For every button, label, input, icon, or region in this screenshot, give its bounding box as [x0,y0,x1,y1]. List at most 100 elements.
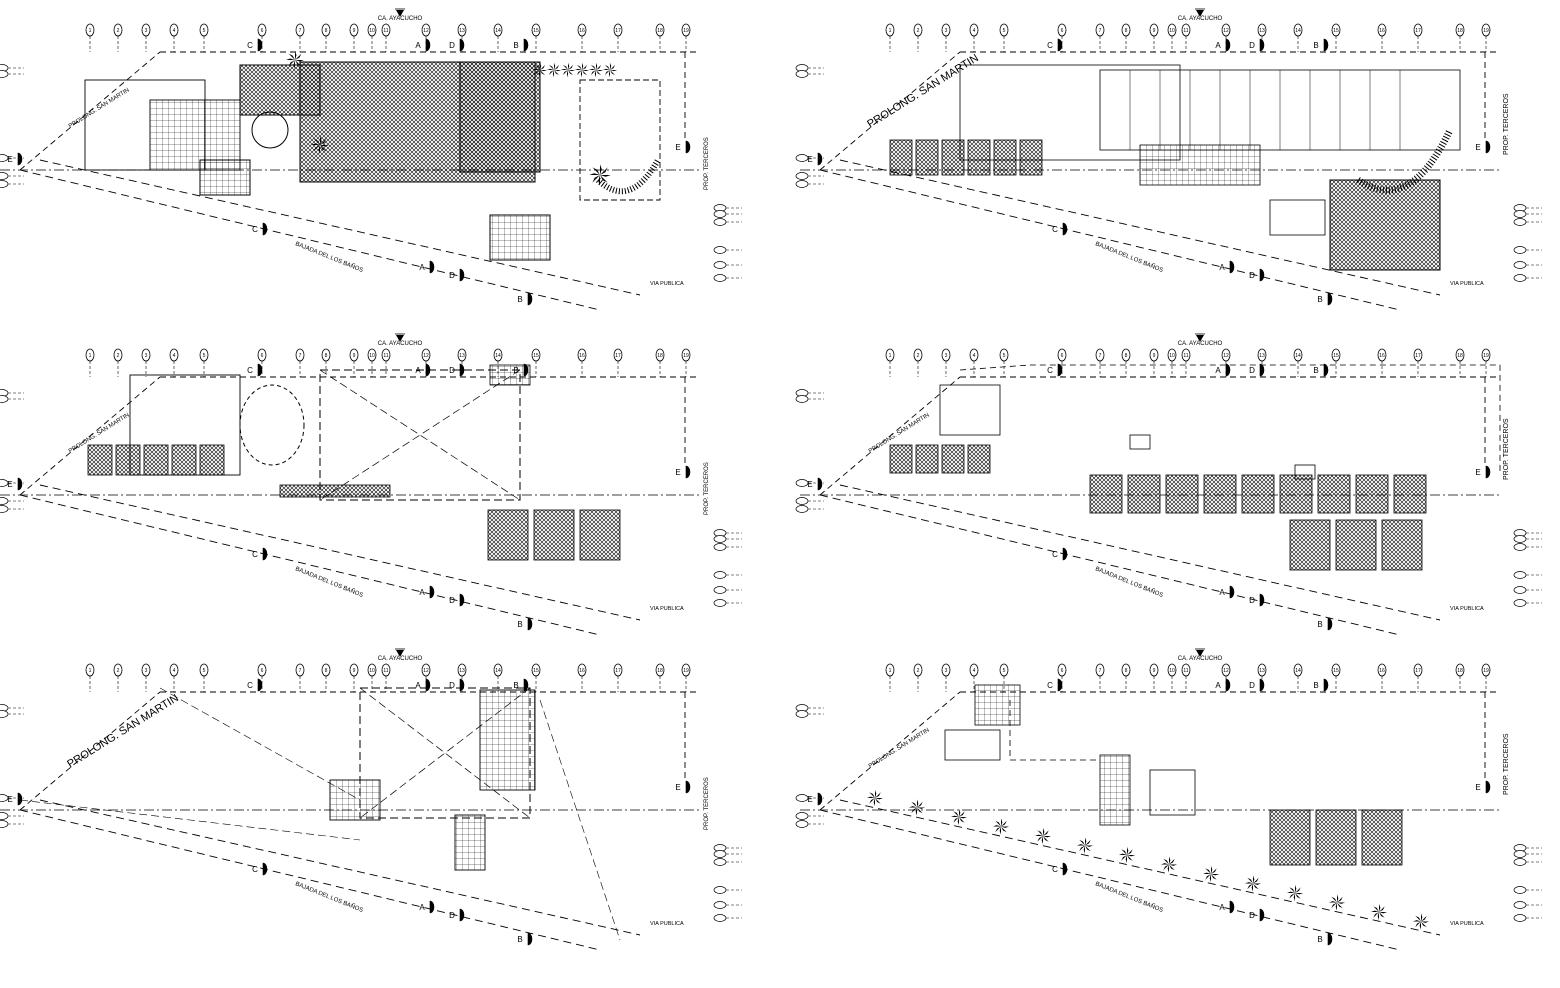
section-mark-D: D [449,596,455,605]
stair-tower [1099,754,1131,826]
grid-number: 19 [1483,353,1489,359]
parking-area [579,79,661,201]
grid-bubble-side [1513,571,1527,579]
palm-leaf [875,798,881,804]
grid-number: 13 [459,28,465,34]
section-mark-C: C [1047,41,1053,50]
grid-bubble-side [713,886,727,894]
grid-number: 17 [615,668,621,674]
palm-leaf [318,145,320,154]
grid-number: 5 [203,28,206,34]
section-mark-C: C [252,550,258,559]
palm-leaf [1037,836,1043,842]
grid-bubble-side [1513,535,1527,543]
grid-number: 11 [383,668,388,674]
north-arrow-icon [396,650,404,657]
grid-bubble-side [713,850,727,858]
section-mark-A: A [1215,41,1221,50]
site-edge [39,799,641,936]
grid-number: 10 [369,28,375,34]
palm-leaf [1337,902,1343,909]
grid-bubble-side [713,858,727,866]
grid-number: 1 [889,353,892,359]
palm-leaf [1085,839,1091,846]
grid-number: 3 [945,353,948,359]
palm-tree-icon [1328,894,1346,911]
section-marker-icon [459,593,465,607]
palm-tree-icon [560,62,576,78]
grid-number: 16 [579,353,585,359]
section-marker-icon [523,678,529,692]
roof-diag [539,699,621,941]
corridor [279,484,391,498]
guest-room [1289,519,1331,571]
palm-tree-icon [1076,837,1094,854]
grid-number: 8 [1125,28,1128,34]
palm-leaf [1379,906,1385,912]
grid-number: 9 [353,353,356,359]
palm-leaf [1295,884,1297,893]
palm-leaf [295,60,304,62]
site-edge [819,494,1401,636]
grid-number: 13 [459,353,465,359]
section-marker-icon [425,678,431,692]
section-mark-D: D [449,911,455,920]
section-mark-C: C [1052,550,1058,559]
via-publica-label: VIA PUBLICA [650,921,684,927]
palm-leaf [1079,839,1085,846]
palm-leaf [1079,845,1085,852]
section-mark-D: D [1249,41,1255,50]
prop-terceros-label: PROP. TERCEROS [704,137,710,190]
grid-bubble-side [0,395,9,403]
grid-number: 10 [369,353,375,359]
palm-leaf [1328,901,1337,903]
lounge [1269,199,1326,236]
via-publica-label: VIA PUBLICA [1450,281,1484,287]
grid-number: 19 [683,668,689,674]
grid-number: 11 [383,353,388,359]
palm-leaf [546,68,554,70]
grid-number: 2 [117,353,120,359]
north-arrow-icon [1196,650,1204,657]
grid-bubble-side [795,505,809,513]
grid-bubble-side [795,497,809,505]
section-marker-icon [1259,908,1265,922]
palm-leaf [950,815,959,817]
street-bottom-label: BAJADA DEL LOS BAÑOS [1094,880,1164,914]
section-marker-icon [1225,678,1231,692]
palm-leaf [588,68,596,70]
grid-number: 4 [173,353,176,359]
section-marker-icon [1323,38,1329,52]
room-unit [1393,474,1427,514]
grid-number: 4 [973,28,976,34]
palm-leaf [1127,855,1136,857]
section-marker-icon [257,38,263,52]
palm-leaf [596,62,598,70]
palm-leaf [1001,820,1007,827]
palm-leaf [1127,855,1133,861]
room-unit [1355,474,1389,514]
palm-leaf [1337,896,1343,903]
palm-leaf [1337,902,1346,904]
grid-number: 14 [1295,668,1301,674]
grid-bubble-side [713,535,727,543]
palm-leaf [566,70,568,78]
street-bottom-label: BAJADA DEL LOS BAÑOS [294,240,364,274]
section-marker-icon [1327,617,1333,631]
grid-bubble-side [795,710,809,718]
grid-number: 7 [1099,28,1102,34]
lift [1129,434,1151,450]
section-mark-E: E [675,143,680,152]
grid-number: 9 [353,28,356,34]
street-top-label: CA. AYACUCHO [378,341,423,347]
grid-number: 6 [1061,28,1064,34]
palm-leaf [560,68,568,70]
grid-bubble-side [1513,261,1527,269]
section-mark-C: C [247,41,253,50]
palm-leaf [917,807,926,809]
palm-leaf [1127,849,1133,855]
section-mark-E: E [675,783,680,792]
palm-leaf [959,808,961,817]
section-marker-icon [262,222,268,236]
